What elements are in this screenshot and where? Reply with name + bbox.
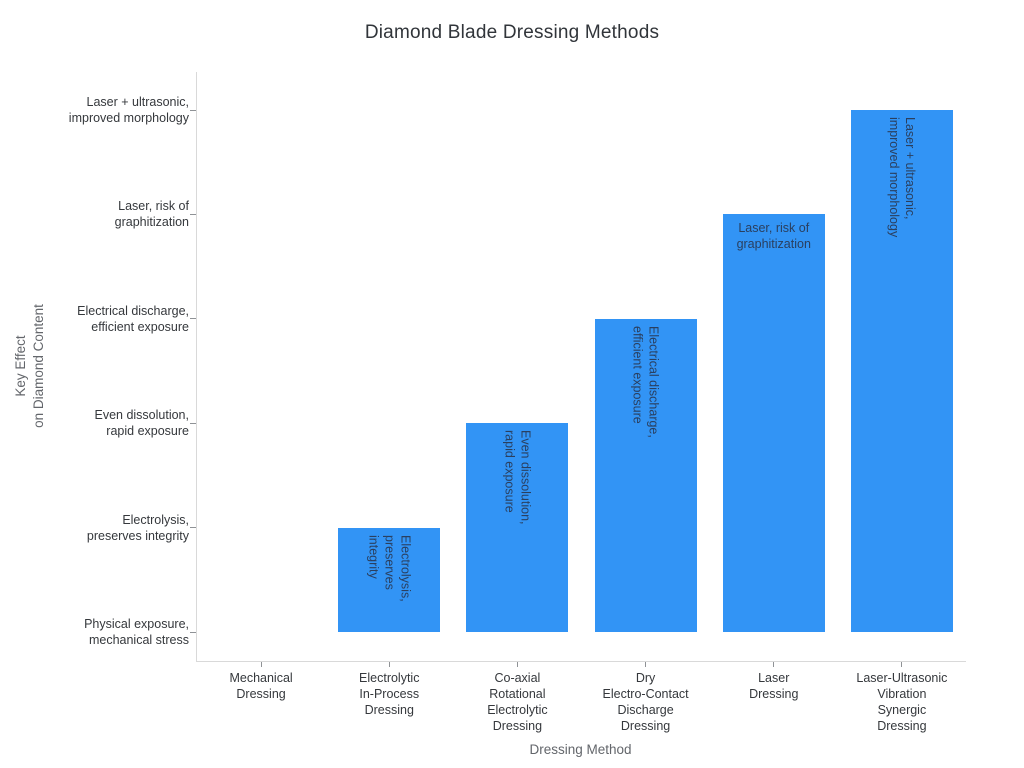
bar-inside-label: Electrical discharge, efficient exposure (630, 325, 661, 438)
x-tick-mark (773, 662, 775, 667)
bar-inside-label: Laser + ultrasonic, improved morphology (886, 117, 917, 238)
y-tick-label: Even dissolution, rapid exposure (94, 408, 189, 439)
bar-inside-label: Even dissolution, rapid exposure (502, 430, 533, 525)
y-tick-mark (190, 527, 196, 529)
y-tick-mark (190, 109, 196, 111)
x-axis-title: Dressing Method (529, 742, 632, 757)
y-tick-mark (190, 213, 196, 215)
x-tick-label: Mechanical Dressing (229, 671, 293, 701)
y-tick-mark (190, 318, 196, 320)
x-tick-label: Dry Electro-Contact Discharge Dressing (602, 671, 689, 733)
bar-inside-label: Electrolysis, preserves integrity (366, 534, 413, 602)
x-tick-label: Co-axial Rotational Electrolytic Dressin… (487, 671, 548, 733)
x-tick-mark (901, 662, 903, 667)
x-tick-mark (260, 662, 262, 667)
bar[interactable]: Even dissolution, rapid exposure (466, 423, 569, 632)
y-tick-label: Electrolysis, preserves integrity (86, 512, 189, 543)
x-tick-label: Laser-Ultrasonic Vibration Synergic Dres… (856, 671, 948, 733)
y-tick-mark (190, 631, 196, 633)
x-tick-label: Electrolytic In-Process Dressing (359, 671, 420, 717)
y-tick-label: Electrical discharge, efficient exposure (77, 303, 189, 334)
y-tick-label: Laser, risk of graphitization (114, 199, 189, 230)
bar[interactable]: Laser, risk of graphitization (722, 214, 825, 632)
y-axis-title: Key Effect on Diamond Content (13, 304, 46, 428)
bar[interactable]: Electrolysis, preserves integrity (338, 527, 441, 632)
bar[interactable]: Laser + ultrasonic, improved morphology (850, 110, 953, 632)
x-tick-mark (516, 662, 518, 667)
chart-title: Diamond Blade Dressing Methods (364, 22, 660, 43)
x-tick-mark (388, 662, 390, 667)
y-tick-mark (190, 422, 196, 424)
x-tick-mark (645, 662, 647, 667)
plot-area: Electrolysis, preserves integrity Even di… (69, 72, 966, 733)
x-tick-label: Laser Dressing (749, 671, 799, 701)
y-tick-label: Physical exposure, mechanical stress (84, 617, 189, 647)
y-tick-label: Laser + ultrasonic, improved morphology (68, 95, 189, 125)
bar-inside-label: Laser, risk of graphitization (736, 221, 811, 252)
bar[interactable]: Electrical discharge, efficient exposure (594, 318, 697, 632)
